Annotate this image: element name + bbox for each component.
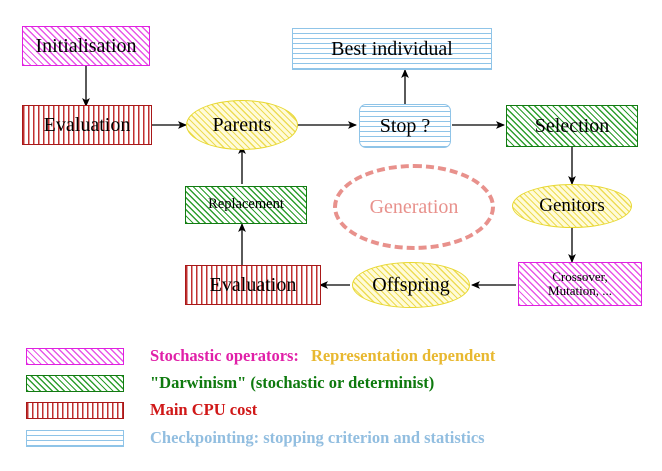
legend-label-stochastic: Stochastic operators: <box>150 346 299 365</box>
node-evaluation-bottom-label: Evaluation <box>209 273 297 296</box>
node-evaluation-top-label: Evaluation <box>43 113 131 136</box>
legend-label-representation: Representation dependent <box>310 346 496 365</box>
node-initialisation[interactable]: Initialisation <box>22 26 150 66</box>
legend: Stochastic operators: Representation dep… <box>0 336 662 471</box>
legend-swatch-blue-horizontal-stripes <box>26 429 124 447</box>
node-parents-label: Parents <box>212 113 272 136</box>
node-best-individual[interactable]: Best individual <box>292 28 492 70</box>
node-stop[interactable]: Stop ? <box>359 104 451 148</box>
node-genitors-label: Genitors <box>539 195 605 217</box>
legend-swatch-green-diagonal-hatch <box>26 374 124 392</box>
node-evaluation-bottom[interactable]: Evaluation <box>185 265 321 305</box>
legend-row-cpu-cost: Main CPU cost <box>26 399 257 421</box>
legend-row-checkpointing: Checkpointing: stopping criterion and st… <box>26 427 485 449</box>
node-crossover-mutation[interactable]: Crossover, Mutation, ... <box>518 262 642 306</box>
legend-label-darwinism: "Darwinism" (stochastic or determinist) <box>150 373 435 392</box>
node-replacement-label: Replacement <box>208 196 284 213</box>
node-genitors[interactable]: Genitors <box>512 184 632 228</box>
node-generation: Generation <box>333 164 495 250</box>
node-crossover-line2: Mutation, ... <box>548 283 612 298</box>
node-selection[interactable]: Selection <box>506 105 638 147</box>
node-offspring-label: Offspring <box>372 273 450 296</box>
legend-swatch-magenta-diagonal-hatch <box>26 347 124 365</box>
node-generation-label: Generation <box>369 195 459 218</box>
node-replacement[interactable]: Replacement <box>185 186 307 224</box>
legend-row-stochastic: Stochastic operators: Representation dep… <box>26 345 495 367</box>
node-stop-label: Stop ? <box>379 114 431 137</box>
node-offspring[interactable]: Offspring <box>352 262 470 308</box>
legend-row-darwinism: "Darwinism" (stochastic or determinist) <box>26 372 434 394</box>
node-parents[interactable]: Parents <box>186 100 298 150</box>
node-best-individual-label: Best individual <box>331 37 453 60</box>
node-crossover-line1: Crossover, <box>552 269 608 285</box>
node-selection-label: Selection <box>534 114 610 137</box>
legend-swatch-red-vertical-stripes <box>26 401 124 419</box>
legend-label-checkpointing: Checkpointing: stopping criterion and st… <box>150 428 485 447</box>
node-initialisation-label: Initialisation <box>35 34 137 57</box>
node-evaluation-top[interactable]: Evaluation <box>22 105 152 145</box>
legend-label-cpu-cost: Main CPU cost <box>150 400 258 419</box>
